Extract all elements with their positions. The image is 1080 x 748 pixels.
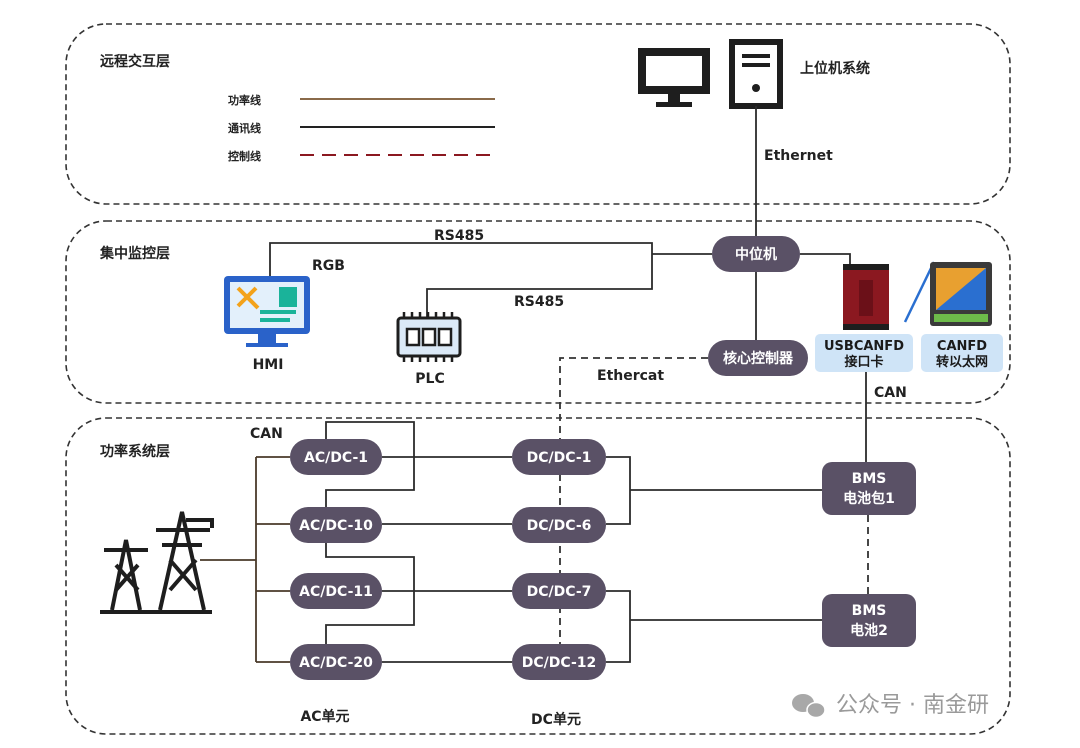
bms1-label-line1: BMS — [852, 471, 887, 487]
dc-dc-7-label: DC/DC-7 — [527, 584, 592, 600]
mid-to-usbcanfd-link — [800, 253, 851, 266]
usbcanfd-label-line2: 接口卡 — [844, 354, 883, 370]
hmi-screen-icon — [224, 276, 310, 347]
host-system-label: 上位机系统 — [800, 60, 870, 77]
bms2-label-line1: BMS — [852, 603, 887, 619]
ac-dc-10-label: AC/DC-10 — [299, 518, 373, 534]
dc-dc-1-node[interactable]: DC/DC-1 — [512, 439, 606, 475]
dc-unit-label: DC单元 — [531, 711, 581, 728]
dc-bms2-link — [606, 590, 822, 663]
canfd-ethernet-card[interactable]: CANFD 转以太网 — [921, 334, 1003, 372]
monitor-layer-box — [65, 220, 1011, 404]
rgb-label: RGB — [312, 258, 345, 274]
monitor-layer-title: 集中监控层 — [99, 245, 170, 262]
plc-label: PLC — [415, 371, 444, 387]
usbcanfd-to-canfd-link — [903, 261, 936, 323]
plc-chip-icon — [396, 312, 462, 362]
remote-layer-title: 远程交互层 — [100, 53, 170, 70]
dc-dc-12-node[interactable]: DC/DC-12 — [512, 644, 606, 680]
legend-comm-label: 通讯线 — [228, 121, 261, 135]
core-controller-node[interactable]: 核心控制器 — [708, 340, 808, 376]
dc-dc-12-label: DC/DC-12 — [522, 655, 597, 671]
dc-bms1-link — [606, 456, 822, 525]
can-left-label: CAN — [250, 426, 283, 442]
dc-dc-7-node[interactable]: DC/DC-7 — [512, 573, 606, 609]
ethernet-label: Ethernet — [764, 148, 833, 164]
legend-power-label: 功率线 — [228, 93, 261, 107]
ac-dc-11-node[interactable]: AC/DC-11 — [290, 573, 382, 609]
server-tower-icon — [729, 39, 783, 109]
monitor-icon — [638, 48, 710, 107]
bms1-label-line2: 电池包1 — [843, 490, 895, 507]
ac-dc-11-label: AC/DC-11 — [299, 584, 373, 600]
power-tower-icon — [100, 511, 214, 614]
power-layer-title: 功率系统层 — [100, 443, 170, 460]
wechat-logo-icon — [792, 694, 826, 719]
can-top-label: CAN — [874, 385, 907, 401]
bms-battery2-node[interactable]: BMS 电池2 — [822, 594, 916, 647]
ethercat-label: Ethercat — [597, 368, 664, 384]
ac-dc-20-node[interactable]: AC/DC-20 — [290, 644, 382, 680]
usbcanfd-label-line1: USBCANFD — [824, 339, 904, 354]
can-ethernet-device-icon — [930, 262, 992, 326]
bms2-label-line2: 电池2 — [850, 622, 888, 639]
rs485-top-label: RS485 — [434, 228, 484, 244]
ethercat-link — [559, 357, 708, 666]
dc-dc-1-label: DC/DC-1 — [527, 450, 592, 466]
bms-pack1-node[interactable]: BMS 电池包1 — [822, 462, 916, 515]
hmi-label: HMI — [253, 357, 284, 373]
watermark-text: 公众号 · 南金研 — [836, 693, 989, 718]
ac-dc-1-node[interactable]: AC/DC-1 — [290, 439, 382, 475]
dc-dc-6-node[interactable]: DC/DC-6 — [512, 507, 606, 543]
core-controller-label: 核心控制器 — [723, 350, 794, 367]
remote-layer-box — [65, 23, 1011, 205]
canfd-label-line2: 转以太网 — [936, 354, 988, 370]
ac-dc-10-node[interactable]: AC/DC-10 — [290, 507, 382, 543]
mid-computer-node[interactable]: 中位机 — [712, 236, 800, 272]
ac-dc-20-label: AC/DC-20 — [299, 655, 373, 671]
rs485-hmi-link — [269, 242, 653, 318]
usbcanfd-device-icon — [843, 264, 889, 330]
ac-dc-1-label: AC/DC-1 — [304, 450, 368, 466]
ac-unit-label: AC单元 — [300, 708, 349, 725]
dc-dc-6-label: DC/DC-6 — [527, 518, 592, 534]
usbcanfd-card[interactable]: USBCANFD 接口卡 — [815, 334, 913, 372]
canfd-label-line1: CANFD — [937, 339, 987, 354]
power-layer-box — [65, 417, 1011, 735]
legend-ctrl-label: 控制线 — [228, 149, 261, 163]
rs485-bottom-label: RS485 — [514, 294, 564, 310]
mid-computer-label: 中位机 — [735, 246, 777, 263]
